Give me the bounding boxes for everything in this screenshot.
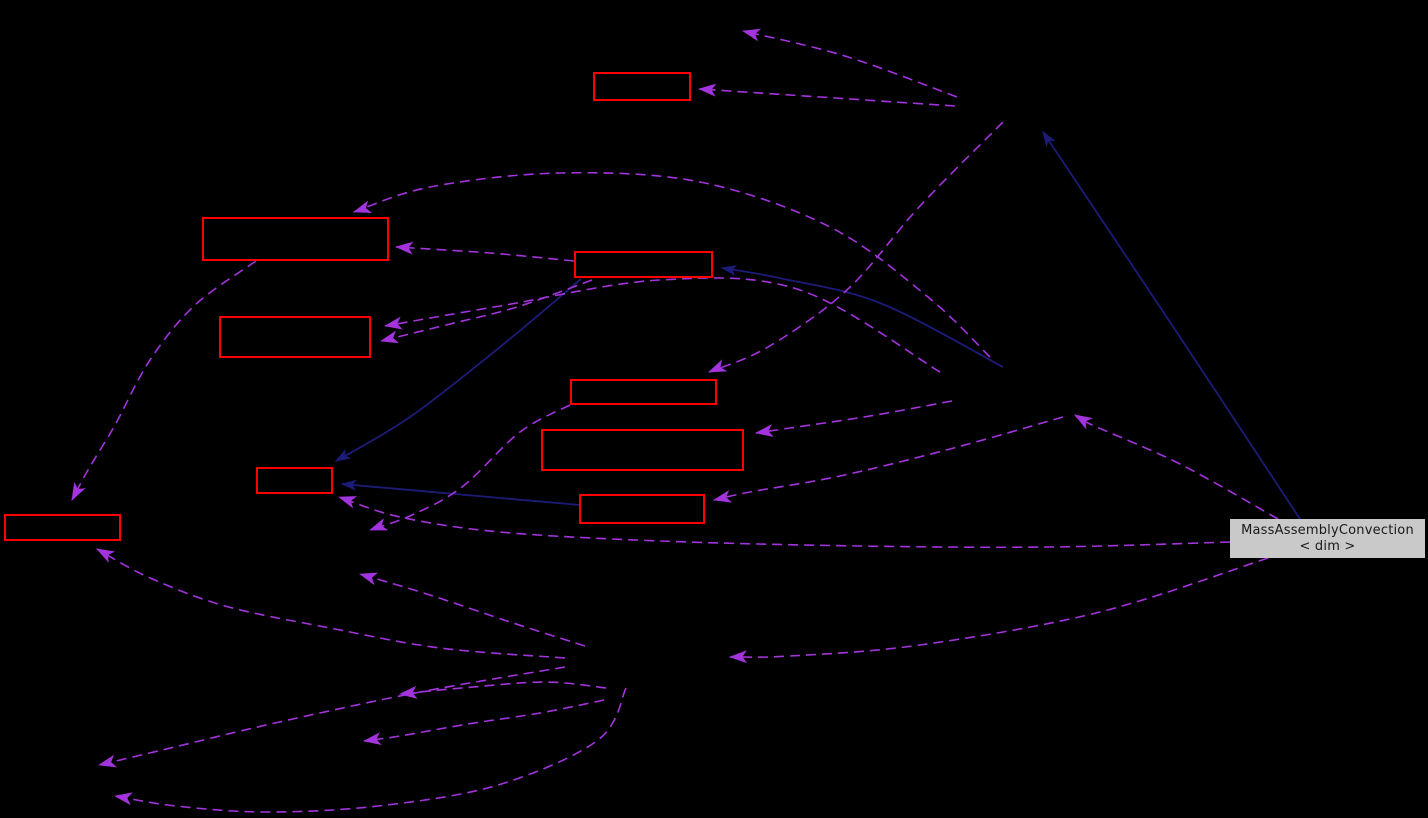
class-node[interactable] [570, 379, 717, 405]
usage-edge [698, 83, 956, 107]
usage-edge [729, 557, 1269, 664]
usage-edge [363, 699, 605, 746]
usage-edge [708, 121, 1004, 373]
usage-edge [1074, 414, 1279, 520]
class-node[interactable] [574, 251, 713, 278]
current-class-template-param: < dim > [1299, 538, 1356, 554]
usage-edge [380, 279, 593, 344]
inheritance-edge [340, 479, 581, 506]
usage-edge [71, 260, 257, 501]
usage-edge [399, 681, 607, 699]
current-class-name: MassAssemblyConvection [1241, 523, 1414, 538]
class-node[interactable] [219, 316, 371, 358]
usage-edge [353, 171, 991, 358]
class-node[interactable] [4, 514, 121, 541]
usage-edge [384, 277, 941, 373]
inheritance-edge [1042, 130, 1301, 520]
usage-edge [713, 416, 1064, 503]
inheritance-edge [720, 265, 1004, 368]
class-node[interactable] [541, 429, 744, 471]
usage-edge [742, 28, 958, 98]
usage-edge [369, 404, 571, 531]
nodes-layer [4, 72, 744, 541]
usage-edge [96, 548, 566, 659]
usage-edge [114, 687, 627, 813]
usage-edge [359, 572, 586, 647]
class-node[interactable] [579, 494, 705, 524]
class-node[interactable] [256, 467, 333, 494]
usage-edge [755, 400, 953, 437]
usage-edge [98, 666, 566, 768]
usage-edge [338, 496, 1231, 549]
edges-layer [71, 28, 1301, 813]
class-node[interactable] [593, 72, 691, 101]
inheritance-edge [334, 278, 582, 462]
current-class-node: MassAssemblyConvection < dim > [1230, 519, 1425, 558]
usage-edge [395, 241, 575, 262]
class-node[interactable] [202, 217, 389, 261]
